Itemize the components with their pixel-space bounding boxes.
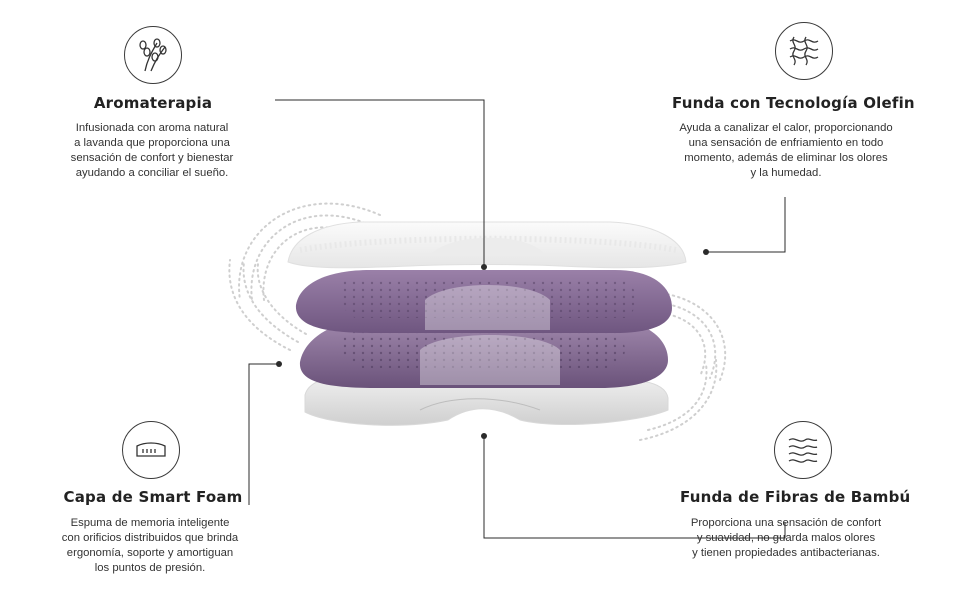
lavender-icon xyxy=(124,26,182,84)
woven-fabric-icon xyxy=(775,22,833,80)
wavy-fibers-icon xyxy=(774,421,832,479)
bambu-description: Proporciona una sensación de confort y s… xyxy=(690,517,882,559)
aromaterapia-title: Aromaterapia xyxy=(93,94,213,112)
smart-foam-title: Capa de Smart Foam xyxy=(63,488,243,506)
connector-dots xyxy=(276,249,709,439)
olefin-description: Ayuda a canalizar el calor, proporcionan… xyxy=(679,122,893,179)
aromaterapia-description: Infusionada con aroma natural a lavanda … xyxy=(70,122,234,179)
smart-foam-description: Espuma de memoria inteligente con orific… xyxy=(61,517,239,574)
olefin-cover-layer xyxy=(287,221,687,269)
foam-block-icon xyxy=(122,421,180,479)
smart-foam-layer-lower xyxy=(299,318,668,388)
connector-lines xyxy=(248,99,786,539)
olefin-title: Funda con Tecnología Olefin xyxy=(672,94,915,112)
smart-foam-layer-upper xyxy=(295,270,672,333)
bambu-title: Funda de Fibras de Bambú xyxy=(680,488,911,506)
